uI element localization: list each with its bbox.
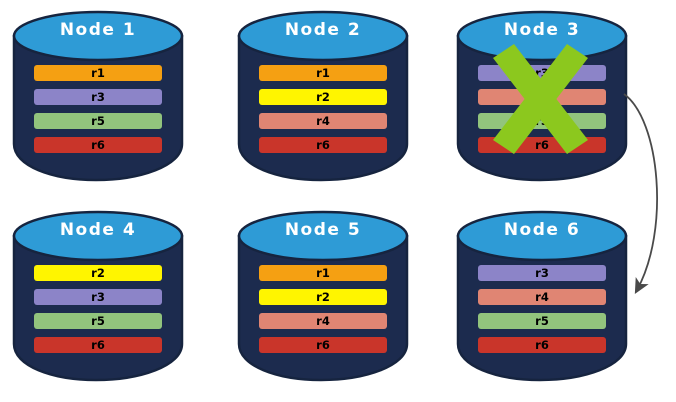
cylinder-top-ellipse: [237, 210, 409, 262]
replica-bar-r4[interactable]: r4: [478, 289, 606, 305]
cylinder-top-ellipse: [12, 210, 184, 262]
node-1-replica-list: r1 r3 r5 r6: [34, 65, 162, 153]
replica-bar-r5[interactable]: r5: [478, 113, 606, 129]
replica-bar-r1[interactable]: r1: [259, 265, 387, 281]
replica-bar-r6[interactable]: r6: [34, 137, 162, 153]
cylinder-top-ellipse: [456, 10, 628, 62]
node-5-replica-list: r1 r2 r4 r6: [259, 265, 387, 353]
replica-bar-r6[interactable]: r6: [34, 337, 162, 353]
replica-bar-r5[interactable]: r5: [478, 313, 606, 329]
replica-bar-r2[interactable]: r2: [34, 265, 162, 281]
cylinder-top-ellipse: [456, 210, 628, 262]
replica-bar-r5[interactable]: r5: [34, 113, 162, 129]
replica-bar-r5[interactable]: r5: [34, 313, 162, 329]
replica-bar-r4[interactable]: r4: [259, 313, 387, 329]
replica-bar-r1[interactable]: r1: [259, 65, 387, 81]
replica-bar-r4[interactable]: r4: [259, 113, 387, 129]
replica-bar-r4[interactable]: r4: [478, 89, 606, 105]
replica-bar-r6[interactable]: r6: [478, 137, 606, 153]
replica-bar-r1[interactable]: r1: [34, 65, 162, 81]
cylinder-top-ellipse: [12, 10, 184, 62]
node-4-replica-list: r2 r3 r5 r6: [34, 265, 162, 353]
replica-bar-r6[interactable]: r6: [478, 337, 606, 353]
cylinder-top-ellipse: [237, 10, 409, 62]
replica-bar-r2[interactable]: r2: [259, 89, 387, 105]
node-2-replica-list: r1 r2 r4 r6: [259, 65, 387, 153]
replica-bar-r3[interactable]: r3: [478, 265, 606, 281]
replica-bar-r6[interactable]: r6: [259, 337, 387, 353]
replica-bar-r3[interactable]: r3: [478, 65, 606, 81]
replica-bar-r6[interactable]: r6: [259, 137, 387, 153]
node-3-replica-list: r3 r4 r5 r6: [478, 65, 606, 153]
replica-bar-r3[interactable]: r3: [34, 89, 162, 105]
replica-bar-r2[interactable]: r2: [259, 289, 387, 305]
node-6-replica-list: r3 r4 r5 r6: [478, 265, 606, 353]
replica-bar-r3[interactable]: r3: [34, 289, 162, 305]
